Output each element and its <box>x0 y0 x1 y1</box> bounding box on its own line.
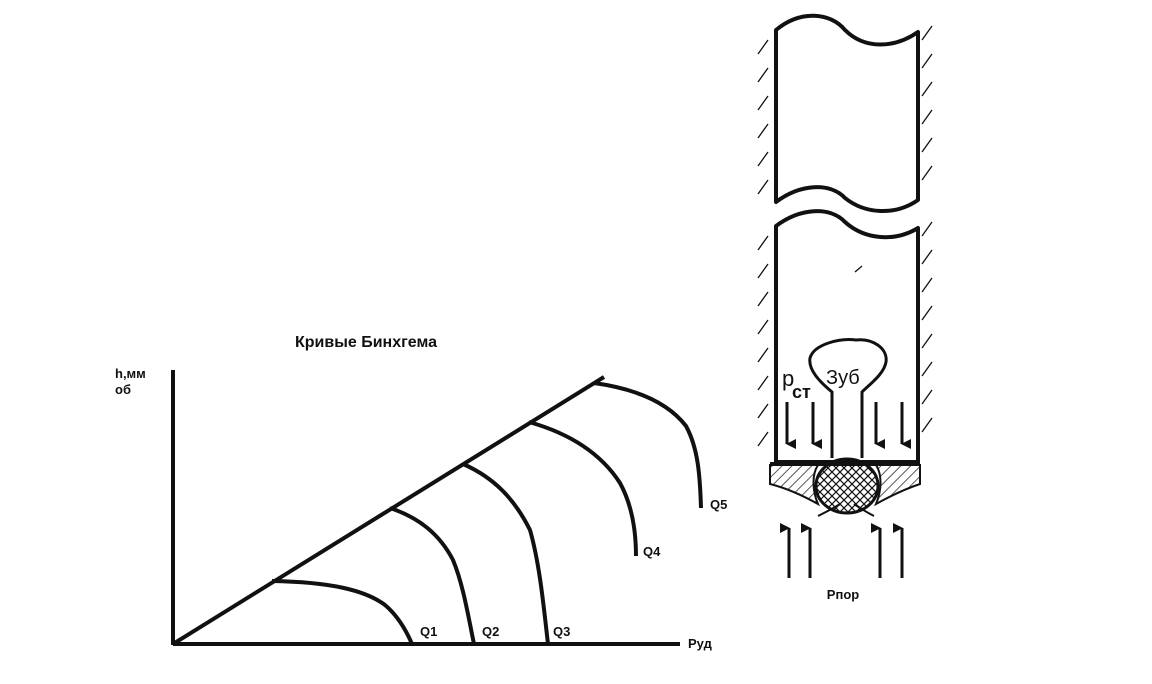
rock-left-hatched <box>769 464 821 507</box>
figure-title: Кривые Бинхгема <box>295 334 437 351</box>
curve-label-q4: Q4 <box>643 544 661 559</box>
curve-label-q1: Q1 <box>420 624 437 639</box>
up-arrows-right <box>871 523 904 578</box>
right-wall-hatching <box>921 25 933 433</box>
curve-label-q5: Q5 <box>710 497 727 512</box>
pressure-label-main: р <box>782 366 794 391</box>
curve-label-q3: Q3 <box>553 624 570 639</box>
y-axis-label-top: h,мм <box>115 366 146 381</box>
pipe-upper-segment <box>774 13 920 213</box>
left-wall-hatching <box>757 39 769 447</box>
envelope-line <box>171 375 606 646</box>
bingham-curves-figure: Кривые Бинхгема h,мм об Руд Q1 Q2 Q3 Q4 … <box>115 334 727 651</box>
rock-right-hatched <box>873 464 921 507</box>
curve-q5 <box>593 381 703 509</box>
down-arrows-left <box>785 402 822 449</box>
curve-label-q2: Q2 <box>482 624 499 639</box>
curve-q3 <box>462 462 550 645</box>
tooth-label: Зуб <box>826 367 860 389</box>
flow-stroke-right <box>853 503 875 517</box>
up-arrows-left <box>780 523 812 578</box>
tooth-shape <box>808 338 888 458</box>
pressure-label-sub: ст <box>792 382 811 402</box>
tooth-pressure-figure: Зуб р ст Рпор <box>757 13 933 602</box>
pipe-tick <box>854 265 863 273</box>
down-arrows-right <box>874 402 911 449</box>
flow-stroke-left <box>817 503 841 517</box>
crushed-zone <box>814 457 880 515</box>
pore-pressure-label: Рпор <box>827 587 859 602</box>
y-axis-label-bottom: об <box>115 382 131 397</box>
curve-q4 <box>528 420 638 557</box>
pipe-lower-segment <box>774 209 920 464</box>
curve-q1 <box>271 579 414 645</box>
curve-q2 <box>389 506 476 645</box>
x-axis-label: Руд <box>688 636 713 651</box>
